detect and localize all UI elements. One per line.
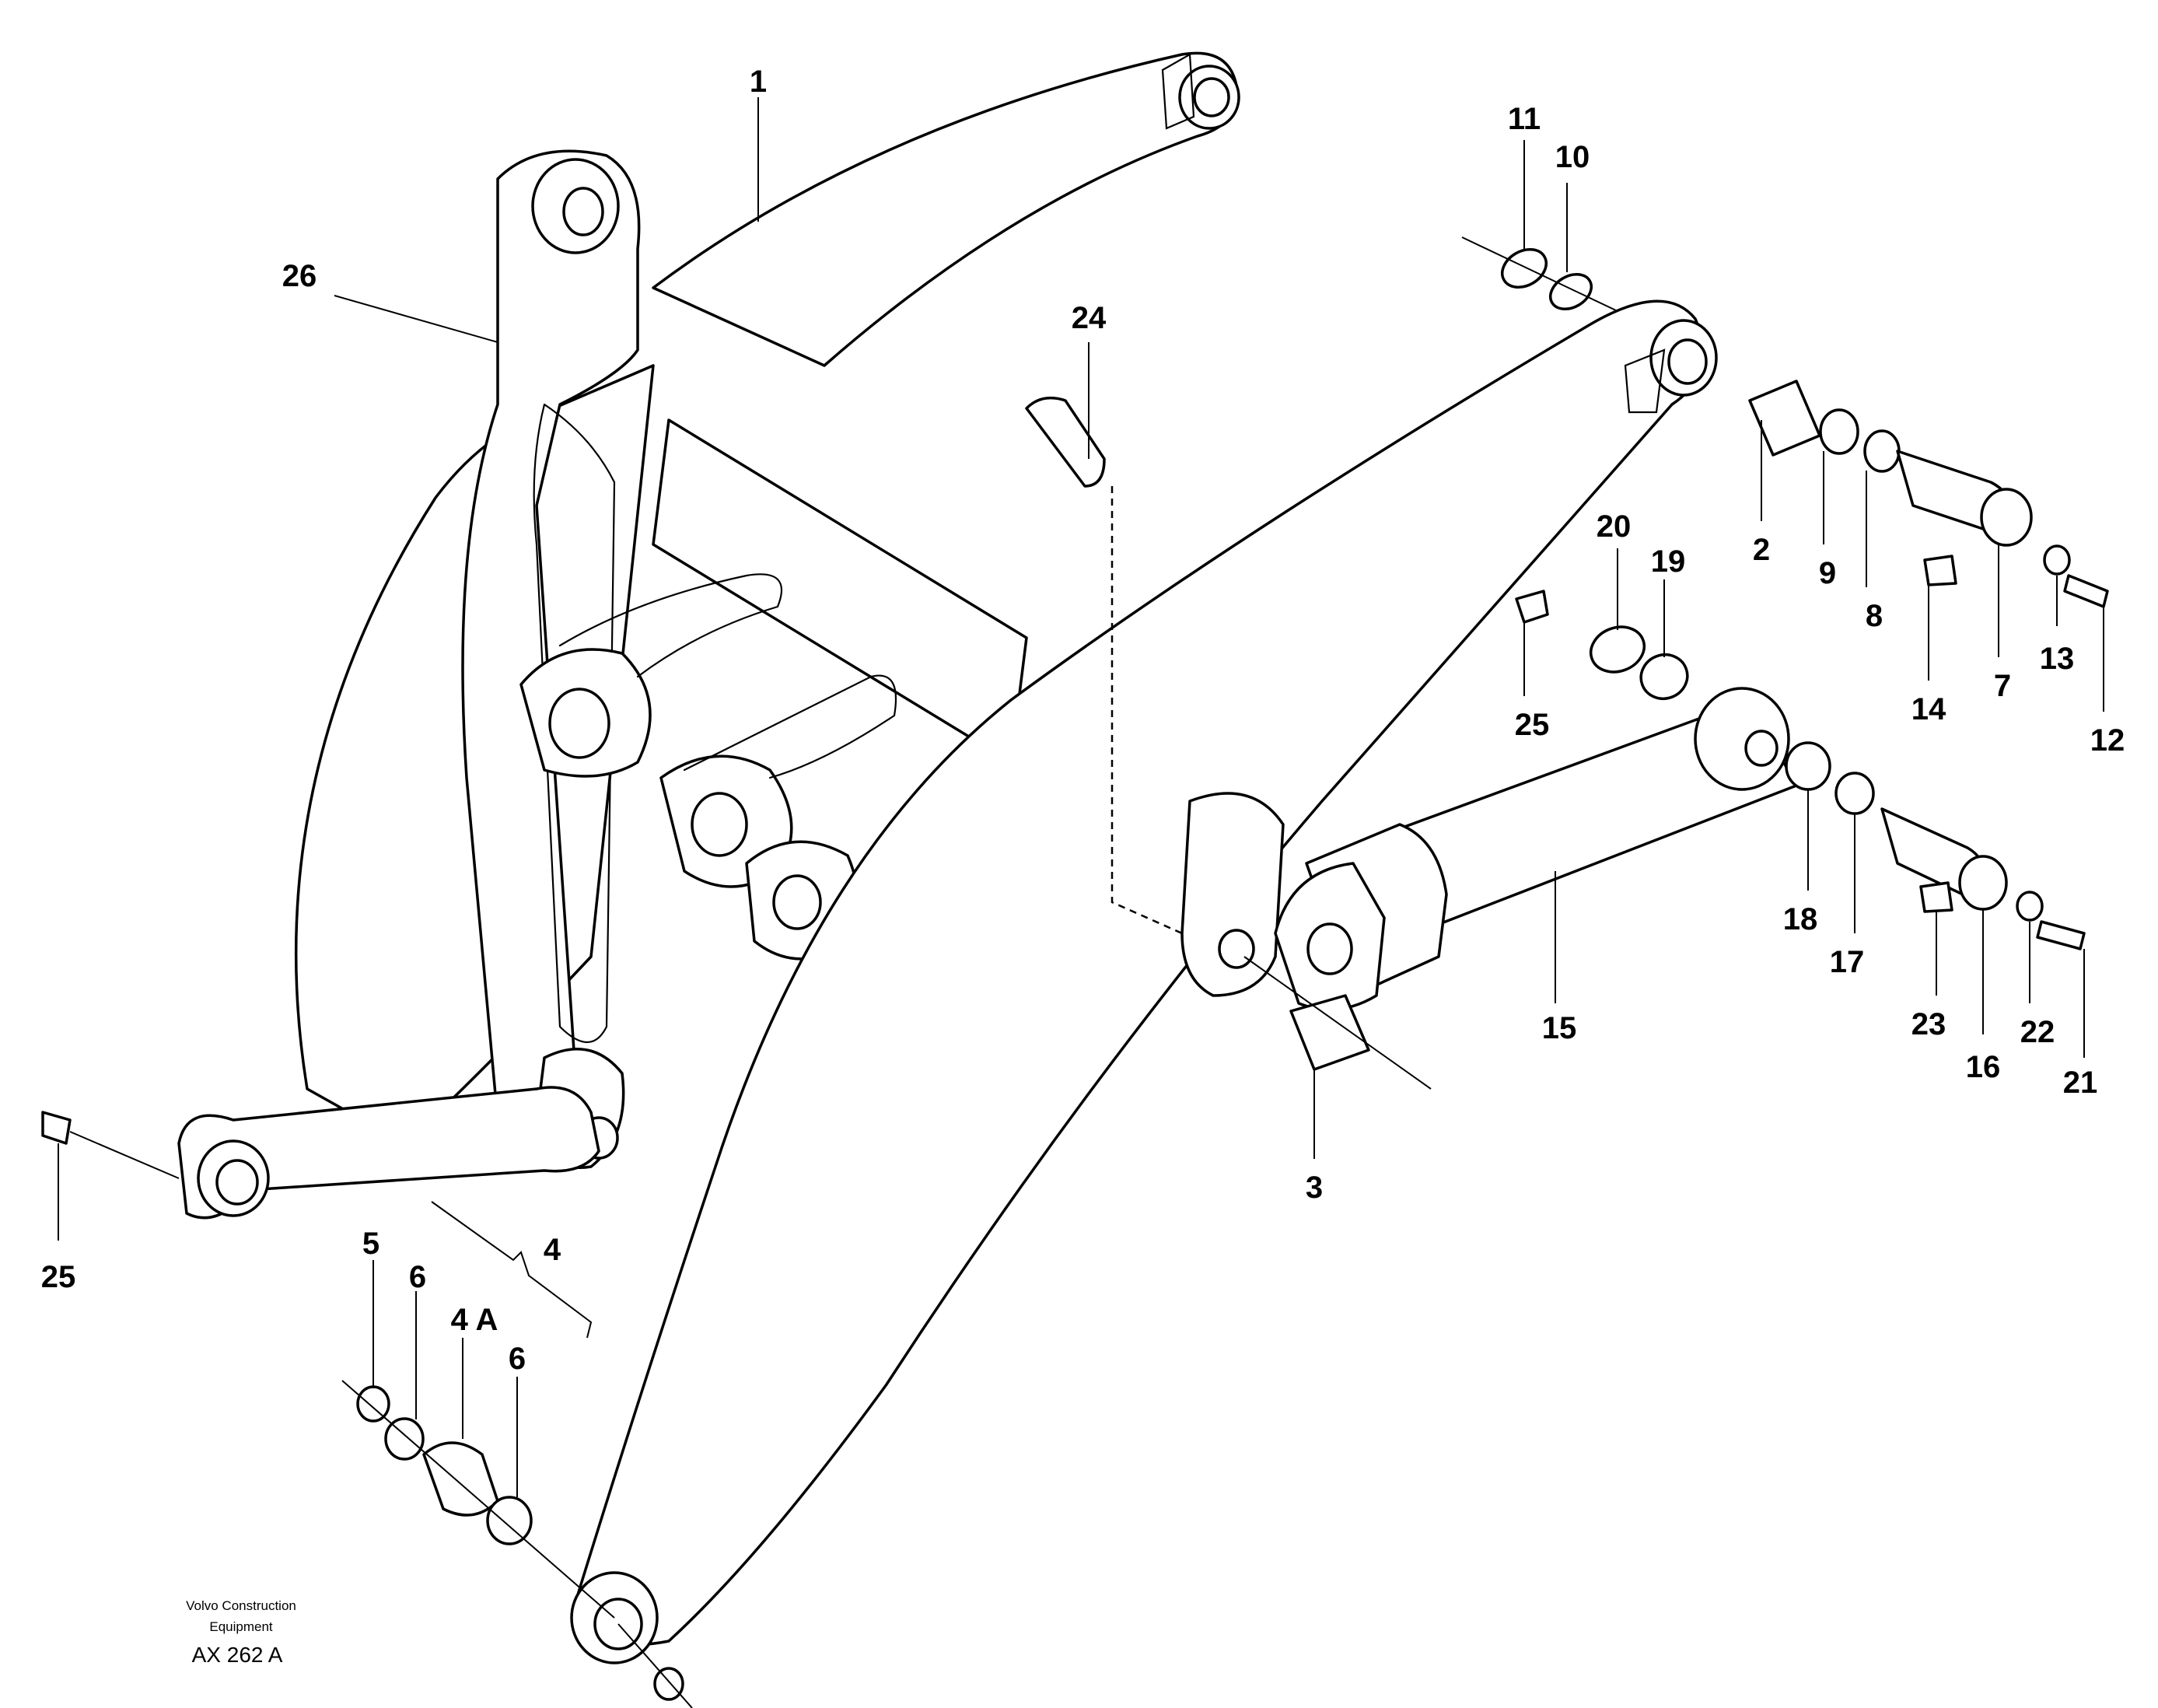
lower-link <box>177 1086 600 1220</box>
callout-12: 12 <box>2090 723 2125 758</box>
drawing-code: AX 262 A <box>192 1643 283 1667</box>
callout-17: 17 <box>1830 945 1865 979</box>
callout-24: 24 <box>1072 301 1107 335</box>
credit-line-1: Volvo Construction <box>186 1598 296 1613</box>
hardware-parts <box>41 248 2109 1701</box>
callout-10: 10 <box>1555 140 1590 174</box>
callout-4a: 4 A <box>451 1303 498 1337</box>
callout-7: 7 <box>1994 669 2011 703</box>
callout-20: 20 <box>1597 509 1632 544</box>
callout-22: 22 <box>2020 1015 2055 1049</box>
leader-lines <box>58 97 2104 1708</box>
callout-6-upper: 6 <box>409 1260 426 1294</box>
callout-9: 9 <box>1819 556 1836 590</box>
callout-16: 16 <box>1966 1050 2001 1084</box>
cross-tube-brackets <box>519 573 897 961</box>
callout-18: 18 <box>1783 902 1818 936</box>
callout-labels: 1 26 24 11 10 2 9 8 7 13 12 14 20 19 25 … <box>41 65 2125 1376</box>
callout-5: 5 <box>362 1227 379 1261</box>
document-credit: Volvo Construction Equipment AX 262 A <box>186 1598 296 1667</box>
callout-6-lower: 6 <box>509 1342 526 1376</box>
lift-arm-front <box>570 299 1718 1664</box>
callout-15: 15 <box>1542 1011 1577 1045</box>
callout-26: 26 <box>282 259 317 293</box>
callout-3: 3 <box>1306 1171 1323 1205</box>
callout-19: 19 <box>1651 544 1686 579</box>
callout-11: 11 <box>1508 102 1541 136</box>
callout-4: 4 <box>544 1233 561 1267</box>
callout-23: 23 <box>1911 1007 1946 1041</box>
credit-line-2: Equipment <box>209 1619 273 1634</box>
callout-8: 8 <box>1866 599 1883 633</box>
callout-1: 1 <box>750 65 767 99</box>
callout-14: 14 <box>1911 692 1946 726</box>
callout-13: 13 <box>2040 642 2075 676</box>
callout-21: 21 <box>2063 1066 2098 1100</box>
callout-25-left: 25 <box>41 1260 76 1294</box>
callout-25-right: 25 <box>1515 708 1550 742</box>
callout-2: 2 <box>1753 533 1770 567</box>
